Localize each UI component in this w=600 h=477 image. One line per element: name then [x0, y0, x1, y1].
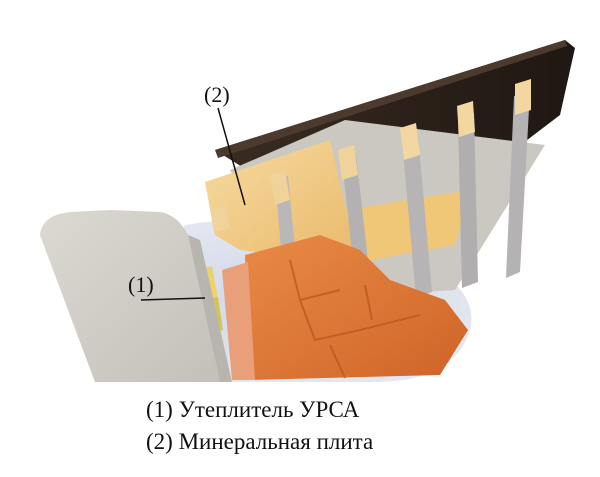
facade-panel	[245, 235, 468, 380]
legend: (1) Утеплитель УРСА (2) Минеральная плит…	[146, 394, 373, 458]
roof-edge	[215, 40, 567, 158]
leader-line-1	[140, 297, 206, 301]
legend-item-ursa: (1) Утеплитель УРСА	[146, 397, 360, 422]
steel-profiles	[275, 91, 530, 304]
front-wall-side	[188, 235, 232, 382]
inner-skin	[222, 262, 255, 380]
mineral-plate-strip	[345, 190, 470, 262]
facade-grooves	[289, 259, 421, 379]
leader-line-2	[217, 107, 246, 206]
callout-label-1: (1)	[128, 272, 154, 297]
legend-item-mineral-plate: (2) Минеральная плита	[146, 429, 374, 454]
wood-blocks	[210, 79, 531, 232]
callout-label-2: (2)	[204, 82, 230, 107]
front-wall-slab	[40, 210, 220, 382]
